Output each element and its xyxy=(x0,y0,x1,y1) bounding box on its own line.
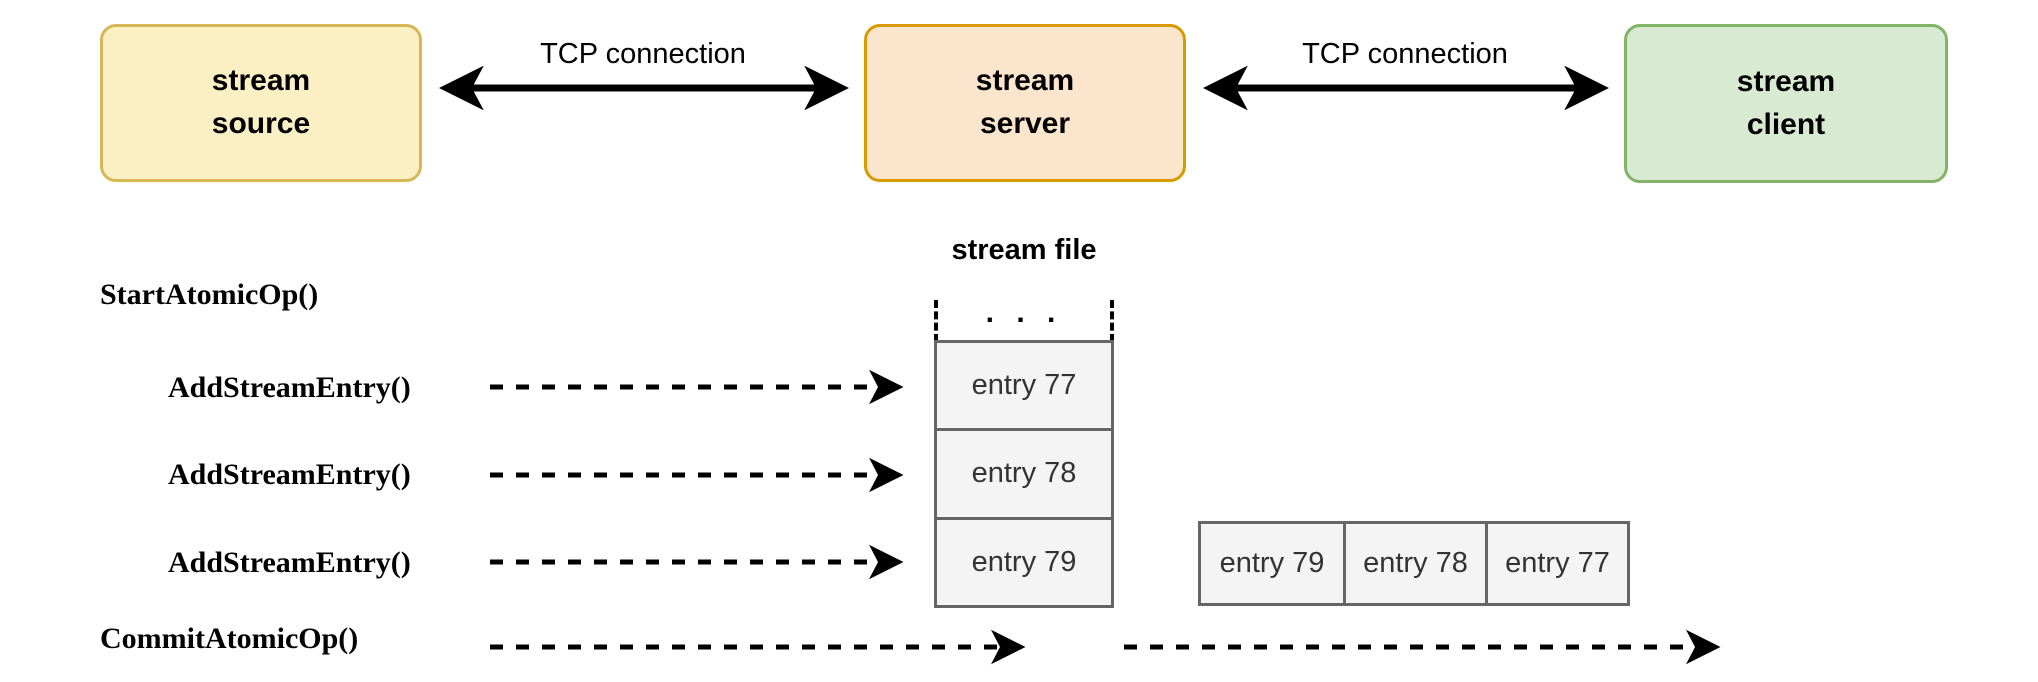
api-label-add-stream-entry-3: AddStreamEntry() xyxy=(168,546,411,579)
stream-file-entry[interactable]: entry 79 xyxy=(937,516,1111,605)
node-stream-source[interactable]: stream source xyxy=(100,24,422,182)
stream-file-entry-stack: entry 77 entry 78 entry 79 xyxy=(934,340,1114,608)
api-label-add-stream-entry-1: AddStreamEntry() xyxy=(168,371,411,404)
api-label-add-stream-entry-2: AddStreamEntry() xyxy=(168,458,411,491)
client-entry-row: entry 79 entry 78 entry 77 xyxy=(1198,521,1630,606)
node-stream-client-line2: client xyxy=(1746,107,1826,141)
stream-file-title: stream file xyxy=(951,234,1097,266)
node-stream-server-line2: server xyxy=(979,107,1071,140)
node-stream-client-line1: stream xyxy=(1736,64,1836,98)
connection-label-server-client: TCP connection xyxy=(1302,38,1508,70)
node-stream-server[interactable]: stream server xyxy=(864,24,1186,182)
node-stream-client[interactable]: stream client xyxy=(1624,24,1948,183)
client-entry[interactable]: entry 79 xyxy=(1201,524,1343,603)
node-stream-source-line2: source xyxy=(211,107,311,140)
stream-file-dashed-edge-left xyxy=(934,300,938,342)
client-entry[interactable]: entry 78 xyxy=(1343,524,1485,603)
stream-file-entry[interactable]: entry 78 xyxy=(937,428,1111,517)
stream-file-entry[interactable]: entry 77 xyxy=(937,343,1111,429)
stream-file-dashed-edge-right xyxy=(1110,300,1114,342)
node-stream-source-line1: stream xyxy=(211,64,311,98)
connection-label-source-server: TCP connection xyxy=(540,38,746,70)
api-label-commit-atomic-op: CommitAtomicOp() xyxy=(100,622,359,655)
node-stream-server-line1: stream xyxy=(975,64,1075,98)
stream-file-ellipsis: . . . xyxy=(985,296,1063,329)
client-entry[interactable]: entry 77 xyxy=(1485,524,1627,603)
api-label-start-atomic-op: StartAtomicOp() xyxy=(100,278,319,311)
